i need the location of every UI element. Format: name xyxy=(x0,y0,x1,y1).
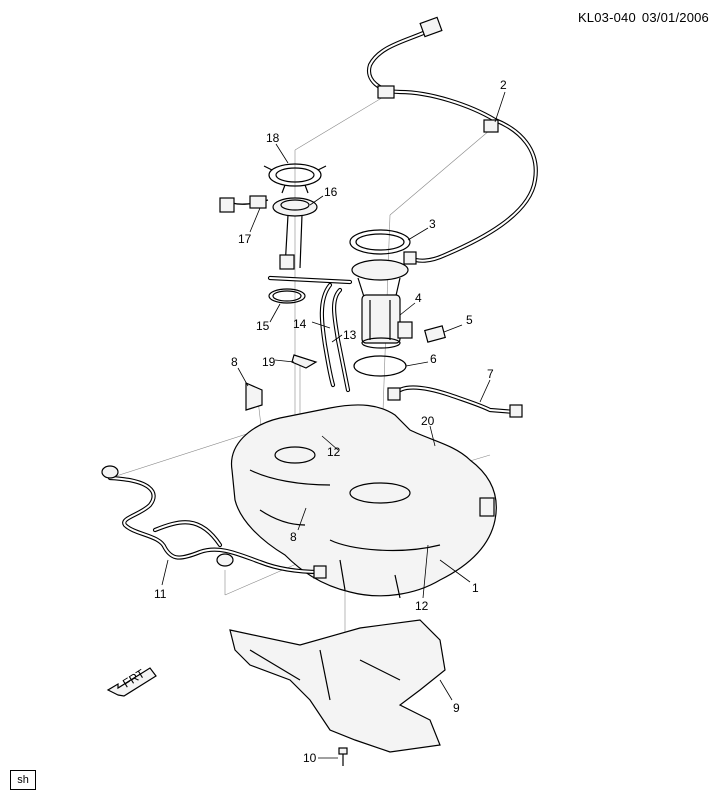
callout-12-upper: 12 xyxy=(327,445,341,459)
vent-tube xyxy=(387,385,523,418)
fuel-level-sender xyxy=(219,195,318,270)
fuel-pressure-sensor xyxy=(424,325,446,343)
shield-bolt xyxy=(338,747,348,766)
callout-2: 2 xyxy=(500,78,507,92)
callout-leaders xyxy=(161,91,506,759)
o-ring xyxy=(353,355,407,377)
callout-17: 17 xyxy=(238,232,252,246)
alignment-guide-lines xyxy=(109,89,491,720)
callout-3: 3 xyxy=(429,217,436,231)
diagram-code: KL03-040 xyxy=(577,10,636,25)
fuel-pump-seal xyxy=(349,229,411,255)
fuel-pump-module xyxy=(351,259,413,349)
retaining-strap xyxy=(267,275,353,304)
sh-badge: sh xyxy=(10,770,36,790)
callout-6: 6 xyxy=(430,352,437,366)
lock-ring xyxy=(263,163,327,194)
callout-7: 7 xyxy=(487,367,494,381)
fuel-tank-wiring-harness xyxy=(101,465,327,579)
callout-12-lower: 12 xyxy=(415,599,429,613)
callout-10: 10 xyxy=(303,751,317,765)
fuel-tank-shield xyxy=(229,619,446,753)
fuel-hoses xyxy=(319,282,351,393)
callout-1: 1 xyxy=(472,581,479,595)
callout-19: 19 xyxy=(262,355,276,369)
callout-14: 14 xyxy=(293,317,307,331)
callout-20: 20 xyxy=(421,414,435,428)
diagram-reference: KL03-040 03/01/2006 xyxy=(572,10,709,25)
callout-15: 15 xyxy=(256,319,270,333)
callout-11: 11 xyxy=(154,587,167,601)
fuel-tank xyxy=(230,404,497,599)
callout-16: 16 xyxy=(324,185,338,199)
diagram-date: 03/01/2006 xyxy=(641,10,709,25)
callout-5: 5 xyxy=(466,313,473,327)
callout-9: 9 xyxy=(453,701,460,715)
callout-4: 4 xyxy=(415,291,422,305)
fuel-pump-wiring-harness xyxy=(366,16,538,265)
front-direction-arrow: FRT xyxy=(106,666,157,697)
callout-8-lower: 8 xyxy=(290,530,297,544)
callout-18: 18 xyxy=(266,131,280,145)
callout-13: 13 xyxy=(343,328,357,342)
callout-8-upper: 8 xyxy=(231,355,238,369)
callout-numbers: 1 2 3 4 5 6 7 8 8 9 10 11 12 12 13 14 15… xyxy=(154,78,507,765)
